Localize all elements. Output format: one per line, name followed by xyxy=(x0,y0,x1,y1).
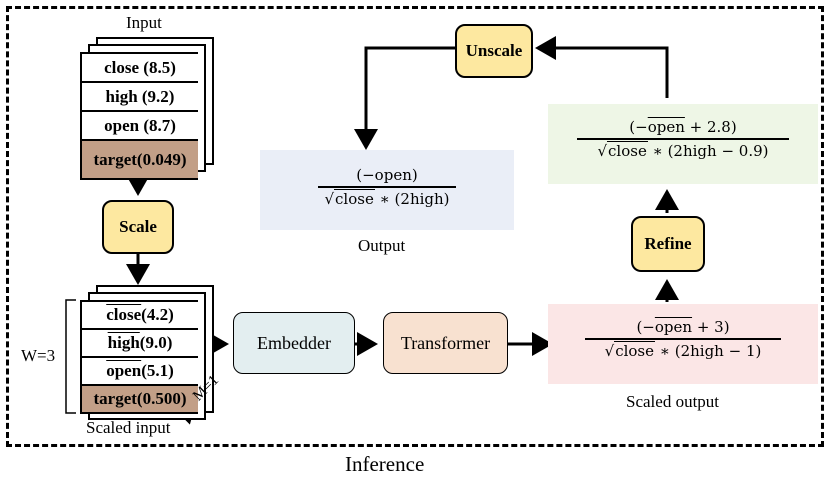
scaled-row-close: close(4.2) xyxy=(82,302,198,330)
scaled-high-name: high xyxy=(107,333,140,352)
scaled-output-num-a: (− xyxy=(636,318,655,336)
refined-panel: (−open + 2.8) √close ∗ (2high − 0.9) xyxy=(548,104,818,184)
refined-formula: (−open + 2.8) √close ∗ (2high − 0.9) xyxy=(548,118,818,160)
scaled-row-high: high(9.0) xyxy=(82,330,198,358)
output-den-a: close xyxy=(334,188,375,208)
scaled-output-num-c: + 3) xyxy=(692,318,730,336)
scaled-close-name: close xyxy=(106,305,142,324)
refine-box: Refine xyxy=(631,216,705,272)
scaled-open-val: (5.1) xyxy=(141,361,174,380)
scaled-output-panel: (−open + 3) √close ∗ (2high − 1) xyxy=(548,304,818,384)
scaled-output-den-b: ∗ (2high − 1) xyxy=(655,341,762,360)
w-bracket xyxy=(65,299,76,414)
scaled-high-val: (9.0) xyxy=(139,333,173,352)
output-den-b: ∗ (2high) xyxy=(374,189,450,208)
output-panel: (−open) √close ∗ (2high) xyxy=(260,150,514,230)
scaled-output-label: Scaled output xyxy=(626,392,720,411)
refined-den-b: ∗ (2high − 0.9) xyxy=(647,141,769,160)
scaled-output-den-a: close xyxy=(614,340,655,360)
inference-frame xyxy=(6,6,824,447)
scaled-open-name: open xyxy=(106,361,142,380)
refined-num-c: + 2.8) xyxy=(684,118,737,136)
scaled-input-label: Scaled input xyxy=(86,418,171,437)
input-row-target: target(0.049) xyxy=(82,141,198,178)
scale-box: Scale xyxy=(102,200,174,254)
scaled-output-num-b: open xyxy=(654,318,693,336)
scaled-input-table: close(4.2) high(9.0) open(5.1) target(0.… xyxy=(80,300,198,414)
w-label: W=3 xyxy=(21,346,56,365)
unscale-box: Unscale xyxy=(455,24,533,78)
input-table: close (8.5) high (9.2) open (8.7) target… xyxy=(80,52,198,180)
refined-den-a: close xyxy=(607,140,648,160)
output-num: (−open) xyxy=(356,166,418,184)
refined-num-a: (− xyxy=(629,118,648,136)
embedder-box: Embedder xyxy=(233,312,355,374)
scaled-row-open: open(5.1) xyxy=(82,358,198,386)
arrow-refined-to-unscale xyxy=(535,36,669,98)
input-label: Input xyxy=(126,13,162,32)
output-label: Output xyxy=(358,236,406,255)
input-row-close: close (8.5) xyxy=(82,54,198,83)
scaled-row-target: target(0.500) xyxy=(82,386,198,412)
refined-num-b: open xyxy=(647,118,685,136)
transformer-box: Transformer xyxy=(383,312,508,374)
scaled-close-val: (4.2) xyxy=(141,305,174,324)
input-row-high: high (9.2) xyxy=(82,83,198,112)
arrow-unscale-to-output xyxy=(354,46,455,150)
caption: Inference xyxy=(345,452,425,476)
output-formula: (−open) √close ∗ (2high) xyxy=(260,166,514,208)
input-row-open: open (8.7) xyxy=(82,112,198,141)
scaled-output-formula: (−open + 3) √close ∗ (2high − 1) xyxy=(548,318,818,360)
